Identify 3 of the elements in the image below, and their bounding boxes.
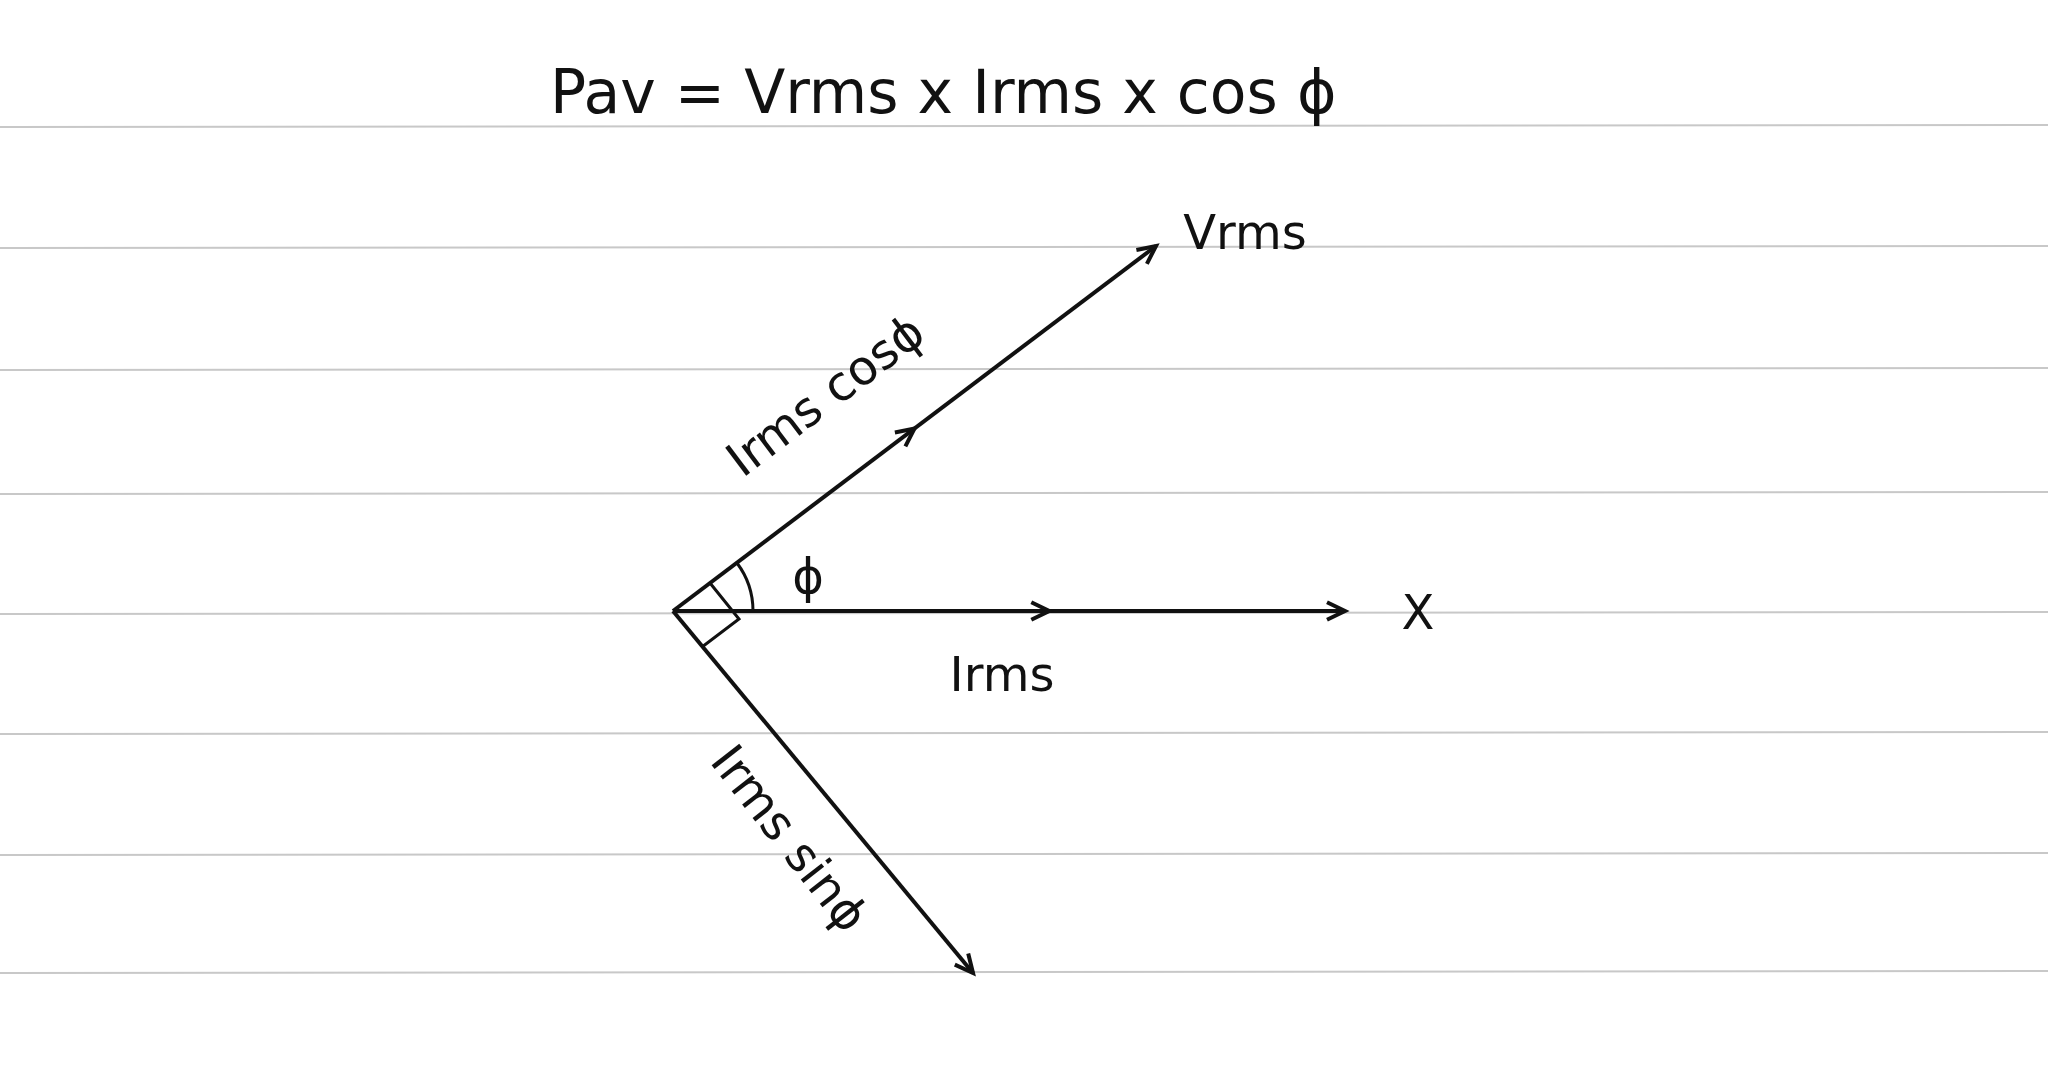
phasor-label: Irms — [949, 650, 1055, 698]
phasor-label: Vrms — [1183, 208, 1307, 256]
phasor-label: X — [1401, 588, 1435, 636]
